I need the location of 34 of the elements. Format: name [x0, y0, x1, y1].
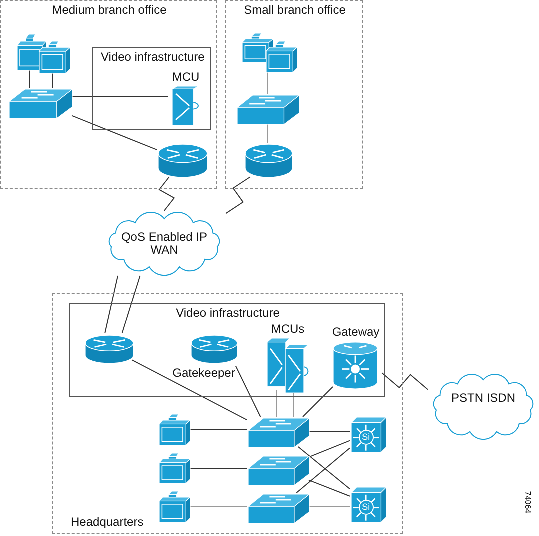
device-label: MCU — [171, 71, 201, 84]
device-label: MCUs — [270, 323, 306, 336]
figure-number: 74064 — [522, 491, 534, 514]
device-label: Gateway — [331, 326, 381, 339]
region-title: Medium branch office — [51, 4, 168, 17]
network-link — [132, 360, 248, 420]
network-link — [122, 276, 141, 334]
network-link — [104, 276, 118, 334]
network-link — [236, 366, 262, 418]
network-link — [72, 115, 158, 150]
network-link — [190, 468, 248, 470]
network-link — [308, 506, 350, 508]
site-region — [0, 0, 217, 189]
wan-link — [158, 176, 176, 212]
cloud-label: QoS Enabled IP WAN — [120, 231, 209, 257]
network-link — [276, 390, 278, 418]
network-link — [302, 386, 334, 418]
network-link — [72, 96, 168, 98]
region-title: Video infrastructure — [175, 307, 281, 320]
network-link — [308, 480, 350, 497]
site-region — [225, 0, 363, 189]
network-link — [52, 72, 54, 88]
region-title: Video infrastructure — [101, 51, 206, 64]
wan-link — [226, 176, 252, 214]
infrastructure-panel — [92, 47, 211, 130]
region-title: Headquarters — [70, 516, 145, 529]
wan-link — [382, 372, 428, 390]
infrastructure-panel — [69, 303, 385, 397]
device-label: Gatekeeper — [172, 367, 236, 380]
cloud-label: PSTN ISDN — [450, 392, 516, 405]
network-link — [308, 440, 350, 458]
site-region — [52, 293, 403, 534]
network-link — [190, 506, 248, 508]
region-title: Small branch office — [243, 4, 347, 17]
